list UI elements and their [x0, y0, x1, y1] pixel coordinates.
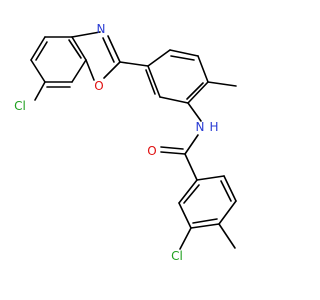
nitrogen-label: N	[97, 22, 106, 36]
bond	[207, 81, 237, 87]
bond	[192, 218, 218, 224]
bond	[190, 223, 220, 229]
amide-hydrogen-label: H	[209, 120, 218, 134]
bond	[71, 31, 101, 38]
bond	[71, 59, 87, 83]
bond	[147, 49, 171, 67]
bond	[197, 55, 209, 83]
bond	[178, 179, 198, 204]
bond	[159, 96, 189, 104]
bond	[102, 37, 115, 63]
bond	[220, 180, 232, 202]
chlorine-label: Cl	[14, 99, 26, 113]
atom-label-cl-bottom: Cl	[171, 249, 183, 263]
bond	[35, 41, 48, 61]
bond	[179, 227, 192, 250]
bond	[160, 151, 186, 155]
bond	[85, 59, 95, 81]
amide-nitrogen-label: N	[196, 120, 205, 134]
bond-lines	[30, 31, 237, 250]
atom-label-o-carbonyl: O	[147, 144, 156, 158]
atom-label-n-oxazole: N	[97, 22, 106, 36]
bond	[145, 69, 156, 95]
bond	[178, 202, 192, 229]
oxygen-label: O	[94, 79, 103, 93]
carbonyl-oxygen-label: O	[147, 144, 156, 158]
bond	[71, 36, 87, 61]
bond	[196, 175, 225, 181]
bond	[186, 82, 204, 100]
bond	[147, 65, 161, 98]
bond	[160, 146, 184, 150]
bond	[218, 200, 237, 225]
bond	[169, 49, 199, 57]
bond	[68, 39, 82, 59]
chlorine-label-bottom: Cl	[171, 249, 183, 263]
bond	[119, 61, 149, 67]
bond	[184, 153, 198, 181]
bond	[187, 81, 209, 104]
bond	[170, 55, 195, 61]
molecule-structure-diagram: Cl N O N H O Cl	[8, 22, 237, 263]
bond	[30, 59, 46, 83]
bond	[184, 134, 199, 155]
bond	[30, 36, 46, 61]
bond	[187, 102, 202, 122]
atom-label-cl-top: Cl	[8, 98, 28, 114]
bond	[34, 81, 46, 101]
bond	[107, 35, 121, 63]
atom-label-o-oxazole: O	[94, 79, 103, 93]
bond	[223, 175, 237, 202]
bond	[103, 61, 121, 79]
bond	[183, 184, 200, 204]
atom-label-nh: N H	[196, 120, 219, 134]
bond	[218, 223, 236, 249]
